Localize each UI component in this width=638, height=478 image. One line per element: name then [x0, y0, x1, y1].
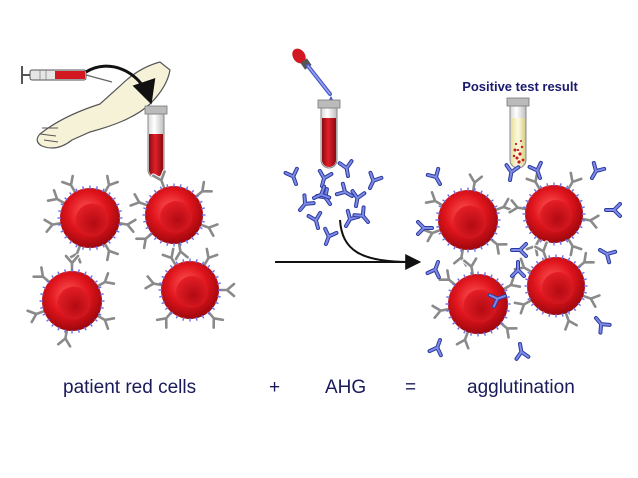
red-blood-cell — [515, 243, 600, 330]
result-tube-icon — [506, 97, 530, 169]
agglutinated-cells-group — [424, 173, 600, 348]
ahg-molecule-icon — [362, 170, 384, 193]
ahg-bridge-icon — [604, 202, 622, 218]
blood-tube-icon — [144, 105, 168, 179]
ahg-bridge-icon — [584, 160, 607, 183]
ahg-molecule-icon — [293, 193, 316, 216]
ahg-bridge-icon — [425, 166, 448, 189]
ahg-molecule-icon — [352, 205, 375, 228]
caption-equals: = — [405, 377, 417, 398]
red-blood-cell — [131, 172, 218, 260]
caption-patient-red-cells: patient red cells — [63, 377, 197, 398]
curved-arrow-icon — [85, 64, 156, 105]
red-blood-cell — [424, 175, 513, 266]
ahg-molecule-icon — [318, 226, 339, 249]
syringe-icon — [21, 66, 113, 84]
ahg-bridge-icon — [589, 312, 612, 335]
ahg-molecules — [283, 159, 384, 249]
ahg-molecule-icon — [348, 189, 367, 210]
ahg-bridge-icon — [510, 242, 528, 258]
result-title: Positive test result — [462, 79, 578, 94]
ahg-bridge-icon — [425, 257, 446, 280]
red-blood-cell — [45, 176, 136, 262]
ahg-molecule-icon — [306, 210, 326, 232]
red-blood-cell — [146, 249, 234, 328]
ahg-molecule-icon — [283, 166, 304, 189]
ahg-tube-icon — [317, 99, 341, 169]
red-blood-cell — [433, 259, 520, 349]
dropper-icon — [292, 48, 334, 104]
ahg-bridge-icon — [512, 340, 531, 361]
ahg-bridge-icon — [595, 242, 618, 265]
caption-plus: + — [269, 377, 281, 398]
ahg-molecule-icon — [337, 159, 356, 180]
red-blood-cell — [510, 173, 599, 255]
ahg-bridge-icon — [502, 163, 521, 184]
process-arrow-icon — [275, 219, 422, 270]
patient-cells-group — [28, 172, 234, 347]
caption-agglutination: agglutination — [467, 377, 575, 398]
ahg-bridge-icon — [427, 335, 448, 358]
caption-ahg: AHG — [325, 377, 367, 398]
red-blood-cell — [28, 256, 114, 346]
